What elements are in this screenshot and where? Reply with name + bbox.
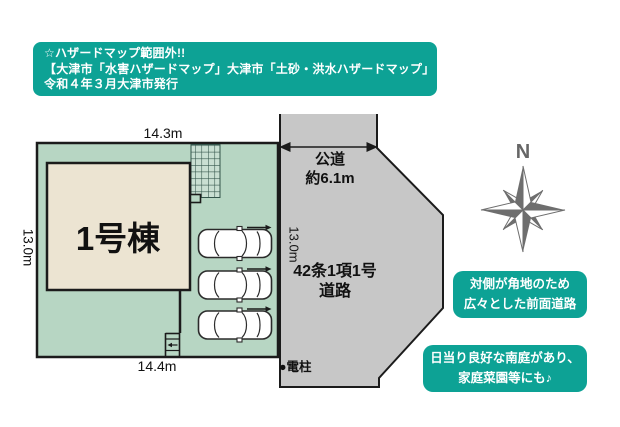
callout-south-garden-line2: 家庭菜園等にも♪ <box>458 370 552 385</box>
hazard-map-banner: ☆ハザードマップ範囲外!! 【大津市「水害ハザードマップ」大津市「土砂・洪水ハザ… <box>33 42 437 96</box>
road-classification-line1: 42条1項1号 <box>293 263 377 280</box>
road-classification-line2: 道路 <box>318 282 351 300</box>
callout-corner-road-line1: 対側が角地のため <box>469 277 570 292</box>
callout-south-garden: 日当り良好な南庭があり、 家庭菜園等にも♪ <box>423 345 587 392</box>
road-outline <box>279 114 444 388</box>
hazard-banner-line2: 【大津市「水害ハザードマップ」大津市「土砂・洪水ハザードマップ」 <box>44 61 435 76</box>
car-icon <box>197 266 273 303</box>
road-classification-label: 42条1項1号 道路 <box>281 262 389 301</box>
tile-approach <box>190 144 221 198</box>
dimension-bottom: 14.4m <box>137 358 177 374</box>
road-width-arrow <box>279 142 378 152</box>
callout-corner-road-line2: 広々とした前面道路 <box>463 296 577 311</box>
road-name: 公道 <box>314 151 345 168</box>
car-icon <box>197 224 273 262</box>
site-plan-drawing <box>35 114 444 388</box>
building-footprint <box>45 161 192 292</box>
road-surface <box>280 114 443 387</box>
road-width-label: 公道 約6.1m <box>286 150 374 188</box>
hazard-banner-line3: 令和４年３月大津市発行 <box>44 77 179 91</box>
compass-icon <box>480 165 566 253</box>
steps-icon <box>164 332 181 356</box>
dimension-top: 14.3m <box>143 125 183 141</box>
dimension-left: 13.0m <box>20 228 36 267</box>
building-label: 1号棟 <box>75 220 161 257</box>
callout-corner-road: 対側が角地のため 広々とした前面道路 <box>453 271 587 318</box>
utility-pole-label: ●電柱 <box>279 360 312 374</box>
callout-south-garden-line1: 日当り良好な南庭があり、 <box>430 351 580 366</box>
hazard-banner-line1: ☆ハザードマップ範囲外!! <box>44 46 186 60</box>
compass-north-label: N <box>515 141 531 163</box>
car-icon <box>197 306 273 343</box>
road-width-value: 約6.1m <box>305 170 355 187</box>
